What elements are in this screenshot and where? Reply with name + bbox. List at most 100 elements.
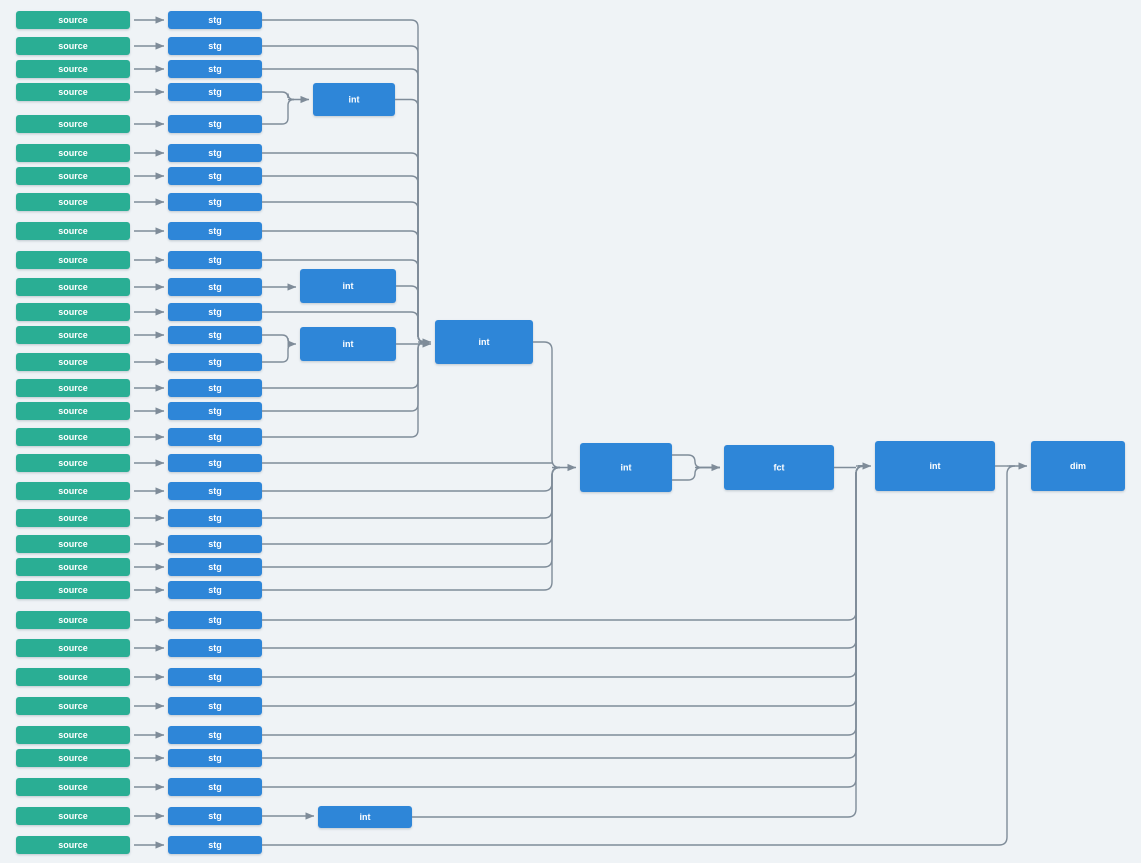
stg-node-6[interactable]: stg bbox=[168, 144, 262, 162]
source-node-13[interactable]: source bbox=[16, 326, 130, 344]
source-node-30-rect[interactable] bbox=[16, 778, 130, 796]
stg-node-10-rect[interactable] bbox=[168, 251, 262, 269]
source-node-26[interactable]: source bbox=[16, 668, 130, 686]
stg-node-7[interactable]: stg bbox=[168, 167, 262, 185]
source-node-28-rect[interactable] bbox=[16, 726, 130, 744]
source-node-11[interactable]: source bbox=[16, 278, 130, 296]
stg-node-8[interactable]: stg bbox=[168, 193, 262, 211]
source-node-32-rect[interactable] bbox=[16, 836, 130, 854]
stg-node-7-rect[interactable] bbox=[168, 167, 262, 185]
source-node-24[interactable]: source bbox=[16, 611, 130, 629]
stg-node-29-rect[interactable] bbox=[168, 749, 262, 767]
stg-node-17-rect[interactable] bbox=[168, 428, 262, 446]
stg-node-24-rect[interactable] bbox=[168, 611, 262, 629]
stg-node-22[interactable]: stg bbox=[168, 558, 262, 576]
source-node-22-rect[interactable] bbox=[16, 558, 130, 576]
source-node-10-rect[interactable] bbox=[16, 251, 130, 269]
stg-node-25[interactable]: stg bbox=[168, 639, 262, 657]
stg-node-32-rect[interactable] bbox=[168, 836, 262, 854]
int-node-int-a[interactable]: int bbox=[313, 83, 395, 116]
stg-node-6-rect[interactable] bbox=[168, 144, 262, 162]
source-node-24-rect[interactable] bbox=[16, 611, 130, 629]
int-node-int-h-rect[interactable] bbox=[875, 441, 995, 491]
source-node-13-rect[interactable] bbox=[16, 326, 130, 344]
stg-node-15-rect[interactable] bbox=[168, 379, 262, 397]
stg-node-5[interactable]: stg bbox=[168, 115, 262, 133]
stg-node-2[interactable]: stg bbox=[168, 37, 262, 55]
source-node-20[interactable]: source bbox=[16, 509, 130, 527]
stg-node-16-rect[interactable] bbox=[168, 402, 262, 420]
source-node-21[interactable]: source bbox=[16, 535, 130, 553]
source-node-18-rect[interactable] bbox=[16, 454, 130, 472]
int-node-int-b-rect[interactable] bbox=[300, 269, 396, 303]
stg-node-25-rect[interactable] bbox=[168, 639, 262, 657]
source-node-29[interactable]: source bbox=[16, 749, 130, 767]
stg-node-2-rect[interactable] bbox=[168, 37, 262, 55]
source-node-26-rect[interactable] bbox=[16, 668, 130, 686]
source-node-30[interactable]: source bbox=[16, 778, 130, 796]
stg-node-31[interactable]: stg bbox=[168, 807, 262, 825]
dim-node-rect[interactable] bbox=[1031, 441, 1125, 491]
source-node-22[interactable]: source bbox=[16, 558, 130, 576]
stg-node-14[interactable]: stg bbox=[168, 353, 262, 371]
stg-node-9[interactable]: stg bbox=[168, 222, 262, 240]
source-node-8-rect[interactable] bbox=[16, 193, 130, 211]
dim-node[interactable]: dim bbox=[1031, 441, 1125, 491]
stg-node-11-rect[interactable] bbox=[168, 278, 262, 296]
source-node-12[interactable]: source bbox=[16, 303, 130, 321]
stg-node-13[interactable]: stg bbox=[168, 326, 262, 344]
int-node-int-h[interactable]: int bbox=[875, 441, 995, 491]
source-node-8[interactable]: source bbox=[16, 193, 130, 211]
source-node-21-rect[interactable] bbox=[16, 535, 130, 553]
source-node-27[interactable]: source bbox=[16, 697, 130, 715]
source-node-4[interactable]: source bbox=[16, 83, 130, 101]
source-node-27-rect[interactable] bbox=[16, 697, 130, 715]
source-node-25-rect[interactable] bbox=[16, 639, 130, 657]
stg-node-1[interactable]: stg bbox=[168, 11, 262, 29]
source-node-7[interactable]: source bbox=[16, 167, 130, 185]
source-node-15[interactable]: source bbox=[16, 379, 130, 397]
stg-node-23[interactable]: stg bbox=[168, 581, 262, 599]
source-node-17-rect[interactable] bbox=[16, 428, 130, 446]
int-node-int-a-rect[interactable] bbox=[313, 83, 395, 116]
stg-node-4-rect[interactable] bbox=[168, 83, 262, 101]
source-node-32[interactable]: source bbox=[16, 836, 130, 854]
source-node-31-rect[interactable] bbox=[16, 807, 130, 825]
stg-node-28[interactable]: stg bbox=[168, 726, 262, 744]
stg-node-29[interactable]: stg bbox=[168, 749, 262, 767]
source-node-23[interactable]: source bbox=[16, 581, 130, 599]
stg-node-21[interactable]: stg bbox=[168, 535, 262, 553]
source-node-28[interactable]: source bbox=[16, 726, 130, 744]
stg-node-14-rect[interactable] bbox=[168, 353, 262, 371]
source-node-20-rect[interactable] bbox=[16, 509, 130, 527]
fct-node[interactable]: fct bbox=[724, 445, 834, 490]
source-node-11-rect[interactable] bbox=[16, 278, 130, 296]
stg-node-26-rect[interactable] bbox=[168, 668, 262, 686]
stg-node-30[interactable]: stg bbox=[168, 778, 262, 796]
source-node-1-rect[interactable] bbox=[16, 11, 130, 29]
source-node-4-rect[interactable] bbox=[16, 83, 130, 101]
stg-node-12[interactable]: stg bbox=[168, 303, 262, 321]
source-node-17[interactable]: source bbox=[16, 428, 130, 446]
source-node-16[interactable]: source bbox=[16, 402, 130, 420]
int-node-int-b[interactable]: int bbox=[300, 269, 396, 303]
int-node-int-g[interactable]: int bbox=[318, 806, 412, 828]
stg-node-32[interactable]: stg bbox=[168, 836, 262, 854]
stg-node-10[interactable]: stg bbox=[168, 251, 262, 269]
fct-node-rect[interactable] bbox=[724, 445, 834, 490]
int-node-int-g-rect[interactable] bbox=[318, 806, 412, 828]
int-node-int-c[interactable]: int bbox=[300, 327, 396, 361]
source-node-2[interactable]: source bbox=[16, 37, 130, 55]
int-node-int-d[interactable]: int bbox=[435, 320, 533, 364]
int-node-int-c-rect[interactable] bbox=[300, 327, 396, 361]
stg-node-30-rect[interactable] bbox=[168, 778, 262, 796]
source-node-14[interactable]: source bbox=[16, 353, 130, 371]
stg-node-3[interactable]: stg bbox=[168, 60, 262, 78]
int-node-int-d-rect[interactable] bbox=[435, 320, 533, 364]
stg-node-4[interactable]: stg bbox=[168, 83, 262, 101]
source-node-19-rect[interactable] bbox=[16, 482, 130, 500]
source-node-5[interactable]: source bbox=[16, 115, 130, 133]
stg-node-20-rect[interactable] bbox=[168, 509, 262, 527]
source-node-18[interactable]: source bbox=[16, 454, 130, 472]
